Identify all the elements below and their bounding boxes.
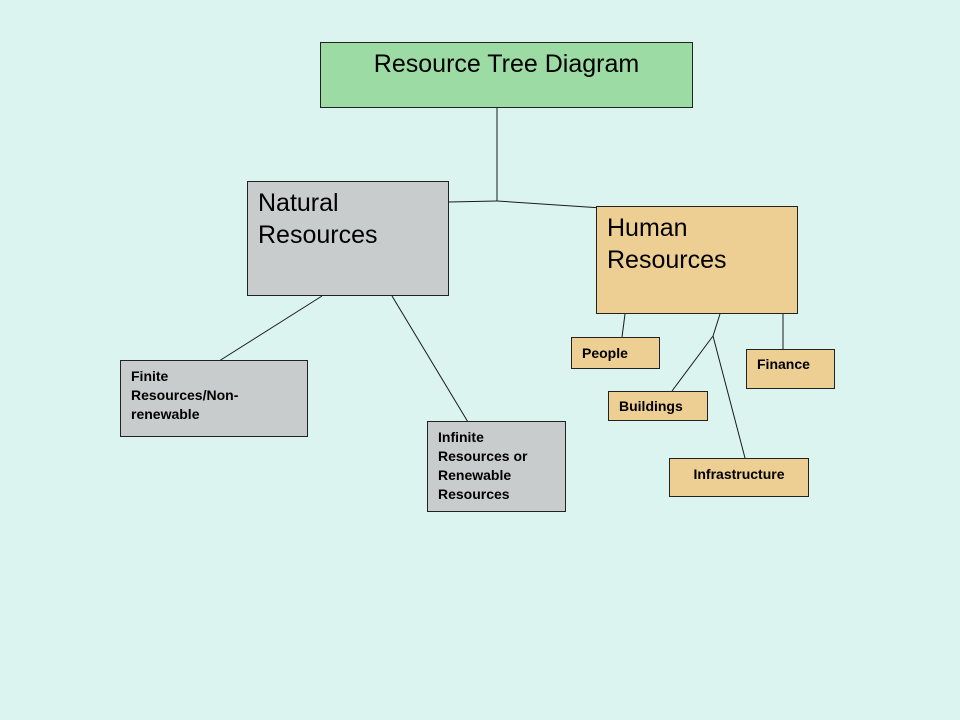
finance-label: Finance (757, 356, 810, 372)
finance-box: Finance (746, 349, 835, 389)
human-resources-label-line2: Resources (607, 246, 727, 274)
buildings-label: Buildings (619, 398, 683, 414)
finite-resources-label-line2: Resources/Non- (131, 387, 239, 403)
infinite-resources-label-line3: Renewable (438, 467, 512, 483)
title-box: Resource Tree Diagram (320, 42, 693, 108)
connector-human-to-branch (712, 313, 721, 337)
connector-branch-to-infrastructure (712, 335, 746, 459)
natural-resources-box: Natural Resources (247, 181, 449, 296)
human-resources-box: Human Resources (596, 206, 798, 314)
finite-resources-label-line3: renewable (131, 406, 200, 422)
infinite-resources-label-line2: Resources or (438, 448, 528, 464)
connector-natural-to-finite (207, 295, 323, 369)
infrastructure-box: Infrastructure (669, 458, 809, 497)
infinite-resources-box: Infinite Resources or Renewable Resource… (427, 421, 566, 512)
natural-resources-label-line1: Natural (258, 189, 339, 217)
infinite-resources-label-line1: Infinite (438, 429, 484, 445)
infinite-resources-label-line4: Resources (438, 486, 510, 502)
diagram-title: Resource Tree Diagram (373, 50, 640, 78)
buildings-box: Buildings (608, 391, 708, 421)
finite-resources-label-line1: Finite (131, 368, 169, 384)
natural-resources-label-line2: Resources (258, 221, 378, 249)
connector-human-to-people (621, 313, 626, 338)
finite-resources-box: Finite Resources/Non- renewable (120, 360, 308, 437)
connector-natural-to-infinite (391, 295, 475, 433)
connector-branch-to-buildings (671, 335, 714, 392)
people-label: People (582, 345, 628, 361)
infrastructure-label: Infrastructure (693, 466, 785, 482)
people-box: People (571, 337, 660, 369)
connector-junction-to-natural (448, 200, 498, 203)
human-resources-label-line1: Human (607, 214, 688, 242)
